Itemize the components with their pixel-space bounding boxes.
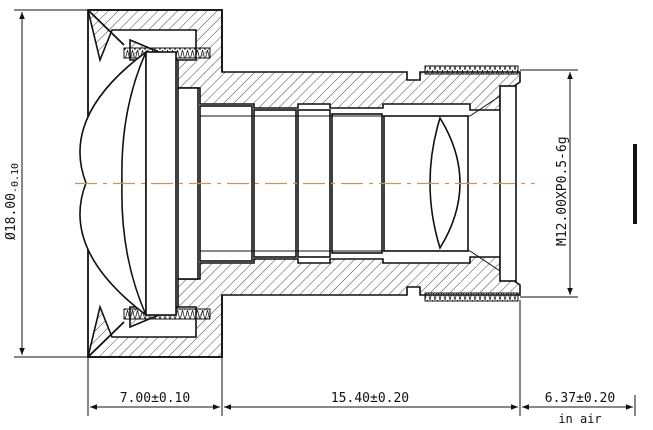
inner-guide-lines [200,95,501,272]
diameter-label: Ø18.00-0.10 [4,163,21,240]
front-length-label: 7.00±0.10 [120,391,190,406]
barrel-thread-bottom [424,292,519,302]
dimension-lines [14,9,636,416]
dimension-text: Ø18.00-0.10 M12.00XP0.5-6g 7.00±0.10 15.… [4,136,615,426]
back-focal-label: 6.37±0.20 [545,391,615,406]
thread-spec-label: M12.00XP0.5-6g [555,136,570,246]
barrel-thread-top [424,65,519,75]
rear-biconvex-lens [429,116,461,250]
barrel-length-label: 15.40±0.20 [331,391,409,406]
back-focal-note: in air [558,412,601,426]
image-plane-marker [633,144,637,224]
